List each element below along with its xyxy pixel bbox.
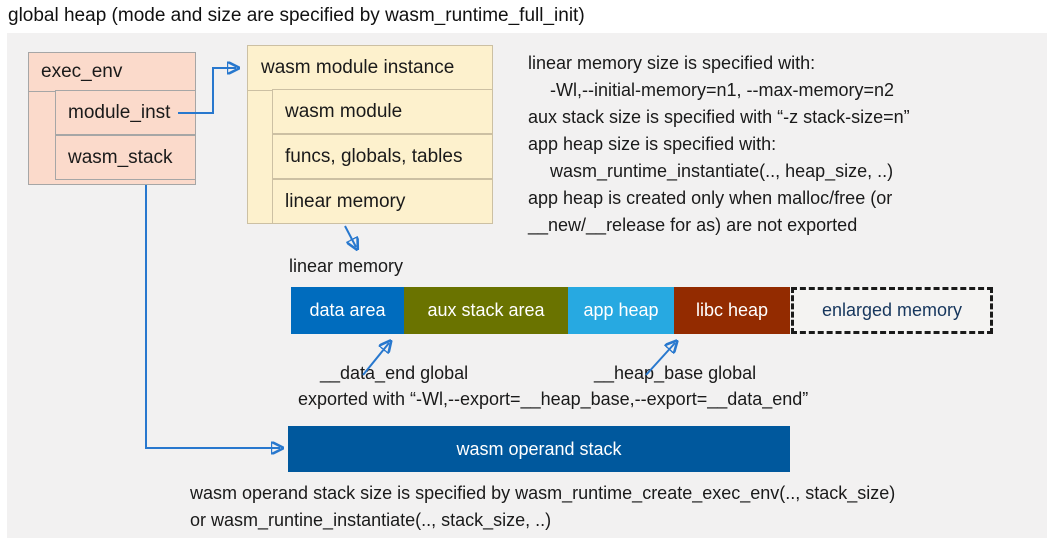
note-line: __new/__release for as) are not exported bbox=[528, 215, 858, 235]
wasm-stack-label: wasm_stack bbox=[68, 146, 173, 168]
note-line: wasm_runtime_instantiate(.., heap_size, … bbox=[550, 161, 894, 181]
segment-aux-stack-area-label: aux stack area bbox=[427, 300, 545, 320]
wasm-operand-stack-label: wasm operand stack bbox=[456, 438, 622, 459]
segment-aux-stack-area: aux stack area bbox=[404, 287, 568, 334]
linear-memory-label: linear memory bbox=[289, 256, 404, 276]
wasm-stack-box: wasm_stack bbox=[55, 135, 196, 180]
operand-stack-note-line-1: wasm operand stack size is specified by … bbox=[190, 483, 896, 503]
data-end-global-label: __data_end global bbox=[320, 363, 469, 383]
wasm-operand-stack-box: wasm operand stack bbox=[288, 426, 790, 472]
wasm-module-label: wasm module bbox=[285, 100, 403, 122]
segment-libc-heap: libc heap bbox=[674, 287, 790, 334]
operand-stack-notes: wasm operand stack size is specified by … bbox=[190, 480, 895, 534]
heap-base-global-label: __heap_base global bbox=[594, 363, 757, 383]
wasm-module-row: wasm module bbox=[272, 89, 493, 134]
module-inst-label: module_inst bbox=[68, 101, 171, 123]
note-line: -Wl,--initial-memory=n1, --max-memory=n2 bbox=[550, 80, 895, 100]
funcs-globals-tables-row: funcs, globals, tables bbox=[272, 134, 493, 179]
export-flags-note: exported with “-Wl,--export=__heap_base,… bbox=[298, 389, 809, 409]
note-line: app heap size is specified with: bbox=[528, 134, 777, 154]
operand-stack-note-line-2: or wasm_runtine_instantiate(.., stack_si… bbox=[190, 510, 552, 530]
segment-data-area: data area bbox=[291, 287, 404, 334]
note-line: aux stack size is specified with “-z sta… bbox=[528, 107, 910, 127]
note-line: linear memory size is specified with: bbox=[528, 53, 816, 73]
enlarged-memory-label: enlarged memory bbox=[821, 300, 963, 320]
exec-env-title: exec_env bbox=[29, 53, 195, 92]
enlarged-memory-box: enlarged memory bbox=[791, 287, 993, 334]
segment-app-heap-label: app heap bbox=[583, 300, 659, 320]
page-title: global heap (mode and size are specified… bbox=[8, 5, 585, 26]
segment-data-area-label: data area bbox=[309, 300, 386, 320]
linear-memory-row: linear memory bbox=[272, 179, 493, 224]
segment-libc-heap-label: libc heap bbox=[695, 300, 769, 320]
linear-memory-row-label: linear memory bbox=[285, 190, 406, 212]
module-inst-box: module_inst bbox=[55, 90, 196, 135]
note-line: app heap is created only when malloc/fre… bbox=[528, 188, 893, 208]
funcs-globals-tables-label: funcs, globals, tables bbox=[285, 145, 463, 167]
module-instance-title: wasm module instance bbox=[248, 46, 492, 91]
right-notes-block: linear memory size is specified with: -W… bbox=[528, 50, 910, 239]
segment-app-heap: app heap bbox=[568, 287, 674, 334]
